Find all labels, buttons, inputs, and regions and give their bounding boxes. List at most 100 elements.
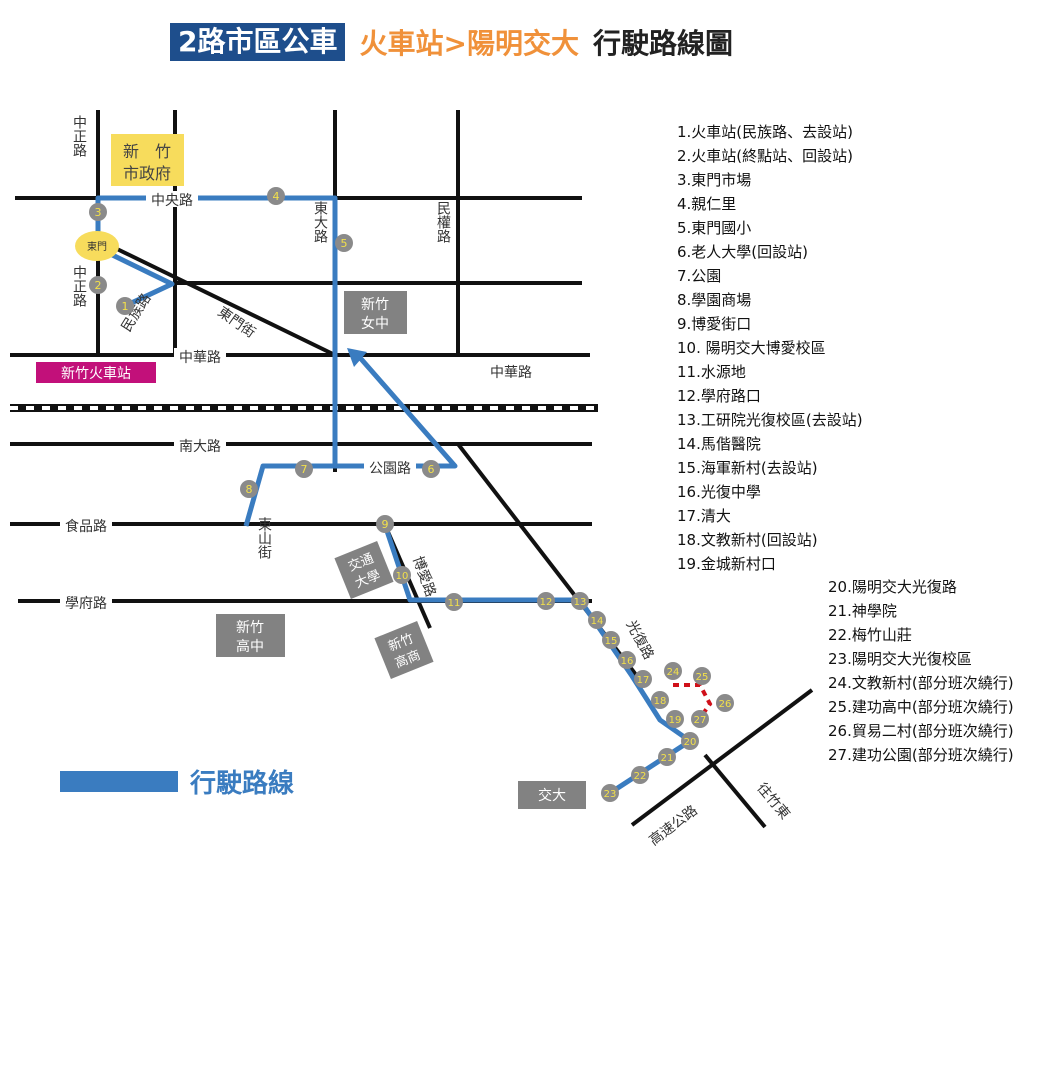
stop-marker-number: 13 [574,597,587,608]
stop-marker-number: 9 [382,518,389,531]
stop-list-item: 10. 陽明交大博愛校區 [677,339,826,357]
stop-list-item: 25.建功高中(部分班次繞行) [828,698,1014,716]
dongmen-label: 東門 [87,240,107,253]
route-direction: 火車站>陽明交大 [359,27,579,60]
train-station-label: 新竹火車站 [61,365,131,382]
stop-list-item: 2.火車站(終點站、回設站) [677,147,854,165]
stop-marker-number: 12 [540,597,553,608]
stop-marker [691,710,709,728]
stop-marker-number: 23 [604,789,617,800]
girls-high-box [344,291,407,334]
stop-marker [666,710,684,728]
road-label-dongmen-group: 東門街 [215,304,259,341]
stop-marker-number: 15 [605,636,618,647]
road-freeway [630,688,814,827]
road-label-gongyuan: 公園路 [369,461,411,477]
stop-marker [422,460,440,478]
detour-route [673,683,713,720]
stop-list-item: 16.光復中學 [677,483,761,501]
hsinchu-high-label: 高中 [236,638,264,655]
road-label-bg [60,594,112,610]
road-label-zhongyang: 中央路 [151,193,193,209]
stop-list-item: 5.東門國小 [677,219,752,237]
stop-marker [588,611,606,629]
route-outbound-west [95,195,338,527]
city-hall-box [111,134,184,186]
stop-marker-number: 18 [654,696,667,707]
stop-marker-number: 26 [719,699,732,710]
stop-list-item: 23.陽明交大光復校區 [828,650,972,668]
stop-list-item: 6.老人大學(回設站) [677,243,809,261]
road-label-bg [174,437,226,453]
train-station-box [36,362,156,383]
stop-marker [445,593,463,611]
title-suffix: 行駛路線圖 [592,27,733,60]
stop-list-item: 11.水源地 [677,363,746,381]
road-label-nanda: 南大路 [179,439,221,455]
road-label-to-zhudong: 往竹東 [753,780,792,822]
legend: 行駛路線 [60,763,294,800]
stop-marker-number: 11 [448,598,461,609]
road-label-minquan: 民權路 [435,201,451,243]
stop-marker-number: 25 [696,672,709,683]
stop-marker [240,480,258,498]
chiao-tung-univ-box [334,540,394,600]
stop-marker [89,276,107,294]
stop-marker [693,667,711,685]
stop-marker [376,515,394,533]
stop-marker [601,784,619,802]
stop-marker-number: 20 [684,737,697,748]
stop-list-item: 20.陽明交大光復路 [828,578,957,596]
stop-list-item: 7.公園 [677,267,722,285]
stop-list-item: 4.親仁里 [677,195,737,213]
stop-marker [716,694,734,712]
stop-list-item: 3.東門市場 [677,171,752,189]
stop-marker-number: 8 [246,483,253,496]
road-to-zhudong [703,753,767,829]
stop-marker [116,297,134,315]
stop-marker-number: 4 [273,190,280,203]
road-label-dongda: 東大路 [312,201,328,243]
city-hall-label: 市政府 [123,164,171,183]
stop-list-item: 21.神學院 [828,602,897,620]
road-label-zhudong-group: 往竹東 [753,780,792,822]
road-label-bg [60,517,112,533]
dongmen-roundabout [75,231,119,261]
route-number-badge: 2路市區公車 [170,23,346,61]
legend-route-swatch [60,771,178,792]
stop-marker [267,187,285,205]
stop-list-item: 18.文教新村(回設站) [677,531,818,549]
stop-marker [681,732,699,750]
road-label-bg [174,348,226,364]
road-label-bg [146,191,198,207]
stop-marker-number: 19 [669,715,682,726]
commercial-school-landmark: 新竹 高商 [374,620,434,680]
road-dongmen-street [114,246,336,357]
road-label-xuefu: 學府路 [65,596,107,612]
stop-marker-number: 7 [301,463,308,476]
stop-marker-number: 21 [661,753,674,764]
stop-marker-number: 5 [341,237,348,250]
stop-list-item: 17.清大 [677,507,731,525]
stop-marker-number: 1 [122,300,129,313]
road-label-dongmen-street: 東門街 [215,304,259,341]
map-title: 2路市區公車 火車站>陽明交大 行駛路線圖 [170,22,733,62]
stop-list-item: 12.學府路口 [677,387,761,405]
stop-marker-number: 6 [428,463,435,476]
stop-marker [631,766,649,784]
road-label-zhongzheng-top: 中正路 [71,115,87,157]
stop-list-item: 19.金城新村口 [677,555,776,573]
stop-marker-number: 17 [637,675,650,686]
stop-list-item: 14.馬偕醫院 [677,435,761,453]
stop-list-item: 15.海軍新村(去設站) [677,459,818,477]
stop-marker [634,670,652,688]
stop-marker-number: 16 [621,656,634,667]
chiao-tung-univ-landmark: 交通 大學 [334,540,394,600]
stop-list-item: 24.文教新村(部分班次繞行) [828,674,1014,692]
stop-list-item: 8.學園商場 [677,291,752,309]
road-label-bg [364,459,416,475]
